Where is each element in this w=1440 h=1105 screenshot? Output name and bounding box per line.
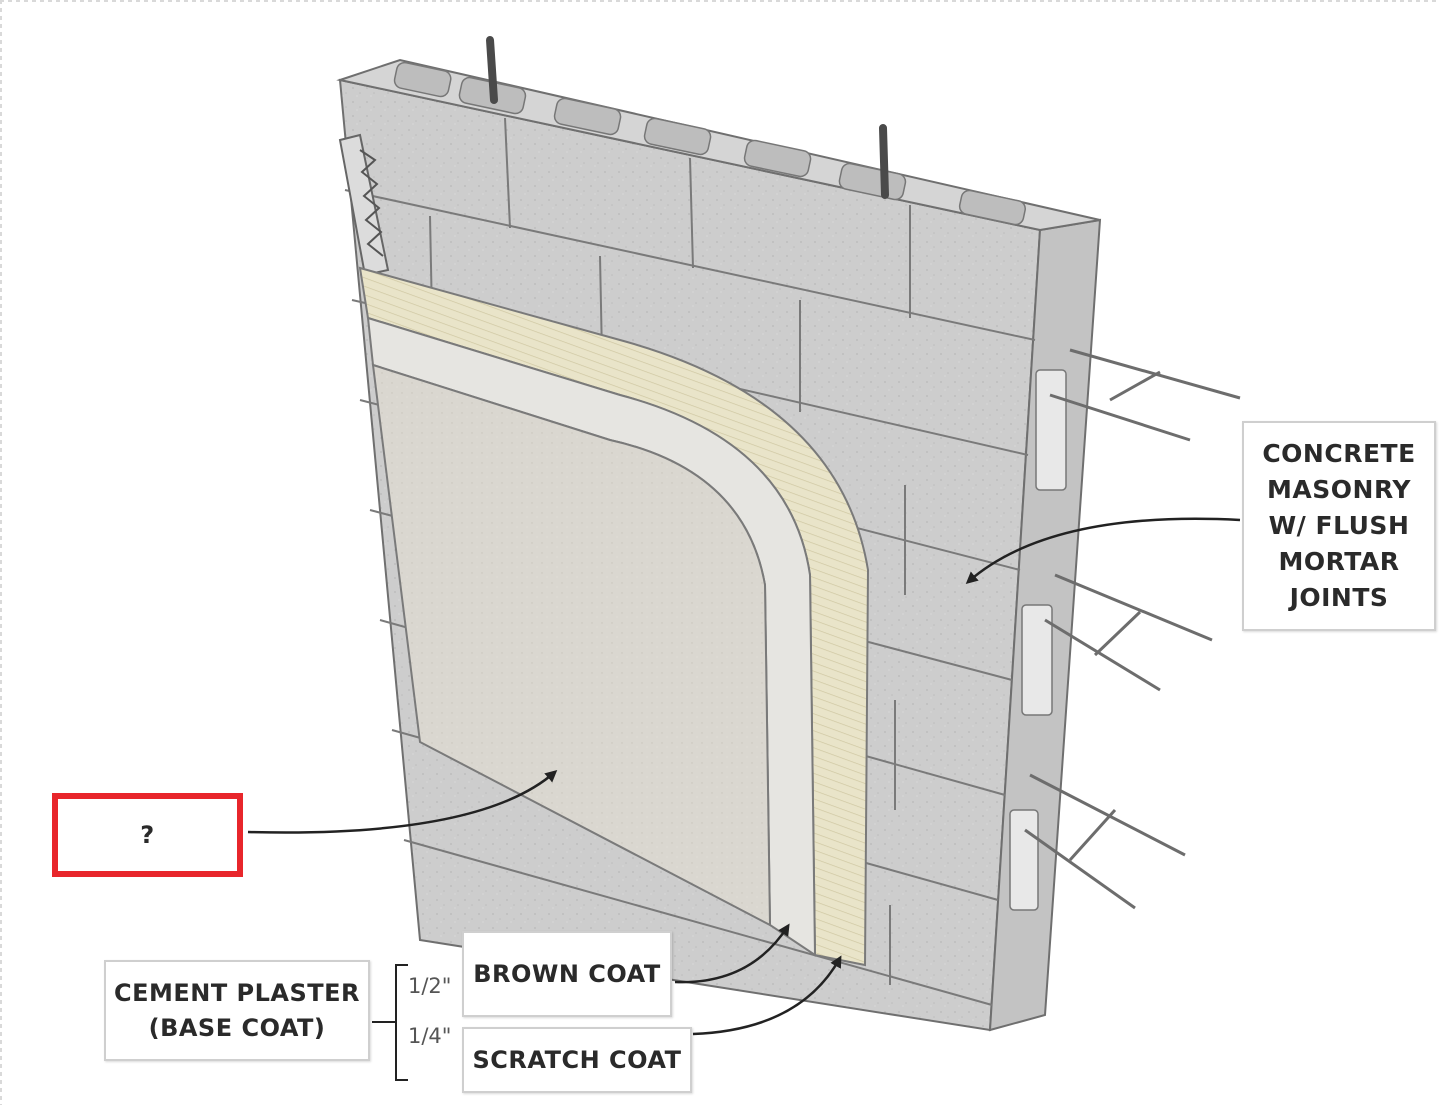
scratch-coat-leader-arrow	[692, 955, 842, 1036]
cmu-label-line: CONCRETE	[1262, 439, 1416, 468]
base-coat-bracket	[372, 964, 408, 1081]
brown-coat-leader-arrow	[674, 923, 790, 984]
cmu-label-line: MORTAR	[1278, 547, 1400, 576]
base-coat-line: CEMENT PLASTER	[113, 978, 361, 1007]
scratch-coat-text: SCRATCH COAT	[472, 1046, 682, 1074]
brown-coat-thickness: 1/2"	[408, 974, 452, 998]
block-cells	[393, 61, 1026, 226]
brown-coat-label: BROWN COAT	[462, 931, 672, 1017]
finish-coat-layer	[371, 363, 772, 927]
cmu-leader-arrow	[965, 517, 1241, 584]
unknown-label-box[interactable]: ?	[52, 793, 243, 877]
block-side-cells	[1009, 369, 1067, 911]
top-dotted-border	[0, 0, 1440, 3]
left-dotted-border	[0, 0, 3, 1105]
unknown-label-text: ?	[140, 821, 155, 849]
cmu-label-line: W/ FLUSH	[1268, 511, 1410, 540]
cmu-label-line: JOINTS	[1289, 583, 1389, 612]
cmu-label-line: MASONRY	[1267, 475, 1411, 504]
joint-reinforcement	[1024, 348, 1241, 910]
base-coat-label: CEMENT PLASTER (BASE COAT)	[104, 960, 370, 1061]
leader-lines	[247, 517, 1241, 1036]
cmu-label: CONCRETE MASONRY W/ FLUSH MORTAR JOINTS	[1242, 421, 1436, 631]
brown-coat-text: BROWN COAT	[473, 960, 661, 988]
scratch-coat-label: SCRATCH COAT	[462, 1027, 692, 1093]
base-coat-line: (BASE COAT)	[148, 1013, 326, 1042]
unknown-leader-arrow	[247, 770, 558, 834]
scratch-coat-thickness: 1/4"	[408, 1024, 452, 1048]
vertical-rebar	[486, 36, 889, 199]
metal-lath	[338, 133, 390, 277]
